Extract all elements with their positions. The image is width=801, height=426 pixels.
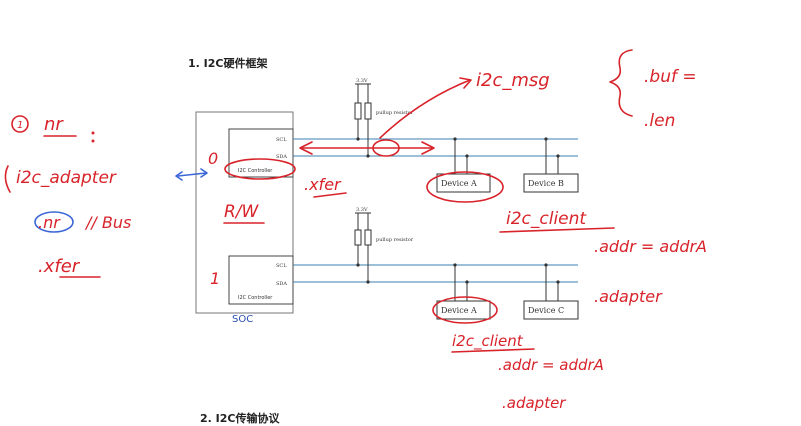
- annotation-adapter2: .adapter: [502, 394, 566, 412]
- controller1-name: I2C Controller: [238, 168, 273, 174]
- bus2-resistor-label: pullup resistor: [376, 237, 414, 243]
- annotation-client1: i2c_client: [506, 209, 587, 229]
- controller-name-circle: [224, 158, 296, 180]
- i2c-controller-1: [228, 128, 294, 178]
- device-a-circle-2: [432, 296, 498, 324]
- circled-number-one: [11, 115, 29, 133]
- bus1-resistor-label: pullup resistor: [376, 110, 414, 116]
- bus1-device-b-label: Device B: [528, 179, 564, 188]
- annotation-i2c-adapter: i2c_adapter: [16, 168, 117, 188]
- adapter-controller-link: [177, 172, 207, 177]
- annotation-client2: i2c_client: [452, 332, 524, 351]
- annotation-bus-comment: // Bus: [84, 213, 131, 232]
- bus1-resistor-2: [364, 102, 372, 120]
- msg-pointer-arrow: [379, 79, 471, 139]
- bus2-device-a-box: [436, 300, 491, 320]
- transfer-circle: [372, 139, 400, 157]
- device-a-circle-1: [426, 171, 504, 203]
- annotation-nr: .nr: [38, 213, 61, 232]
- section-heading-protocol: 2. I2C传输协议: [200, 412, 280, 425]
- bus1-device-a-label: Device A: [441, 179, 477, 188]
- msg-curly-brace: [609, 49, 633, 117]
- soc-label: SOC: [232, 314, 253, 325]
- annotation-addr1: .addr = addrA: [594, 237, 707, 256]
- annotation-len: .len: [644, 111, 675, 131]
- annotation-rw: R/W: [224, 202, 260, 222]
- annotation-i2c-msg: i2c_msg: [476, 70, 550, 91]
- controller1-sda-label: SDA: [276, 154, 287, 160]
- controller1-scl-label: SCL: [276, 137, 287, 143]
- annotation-xfer-mid: .xfer: [304, 175, 342, 194]
- bus2-resistor-2: [364, 229, 372, 246]
- bus1-device-b-box: [523, 173, 579, 193]
- annotation-bus-index-1: 1: [210, 269, 220, 288]
- bus1-voltage: 3.3V: [356, 78, 368, 84]
- controller2-scl-label: SCL: [276, 263, 287, 269]
- bus1-resistor-1: [354, 102, 362, 120]
- i2c-controller-2: [228, 255, 294, 305]
- circled-one-text: 1: [17, 120, 23, 131]
- section-heading-hardware: 1. I2C硬件框架: [188, 57, 268, 70]
- controller2-sda-label: SDA: [276, 281, 287, 287]
- bus2-device-c-label: Device C: [528, 306, 564, 315]
- nr-circle: [34, 211, 74, 233]
- bus1-device-a-box: [436, 173, 491, 193]
- bus2-voltage: 3.3V: [356, 207, 368, 213]
- annotation-xfer-left: .xfer: [38, 256, 81, 277]
- annotation-buf: .buf =: [644, 67, 697, 87]
- annotation-bus-index-0: 0: [208, 149, 218, 168]
- bus2-device-c-box: [523, 300, 579, 320]
- annotation-adapter1: .adapter: [594, 287, 663, 306]
- annotation-nr-top: nr: [44, 114, 64, 135]
- bus2-device-a-label: Device A: [441, 306, 477, 315]
- controller2-name: I2C Controller: [238, 295, 273, 301]
- adapter-left-bracket: [4, 165, 11, 193]
- bus2-resistor-1: [354, 229, 362, 246]
- annotation-addr2: .addr = addrA: [498, 356, 604, 374]
